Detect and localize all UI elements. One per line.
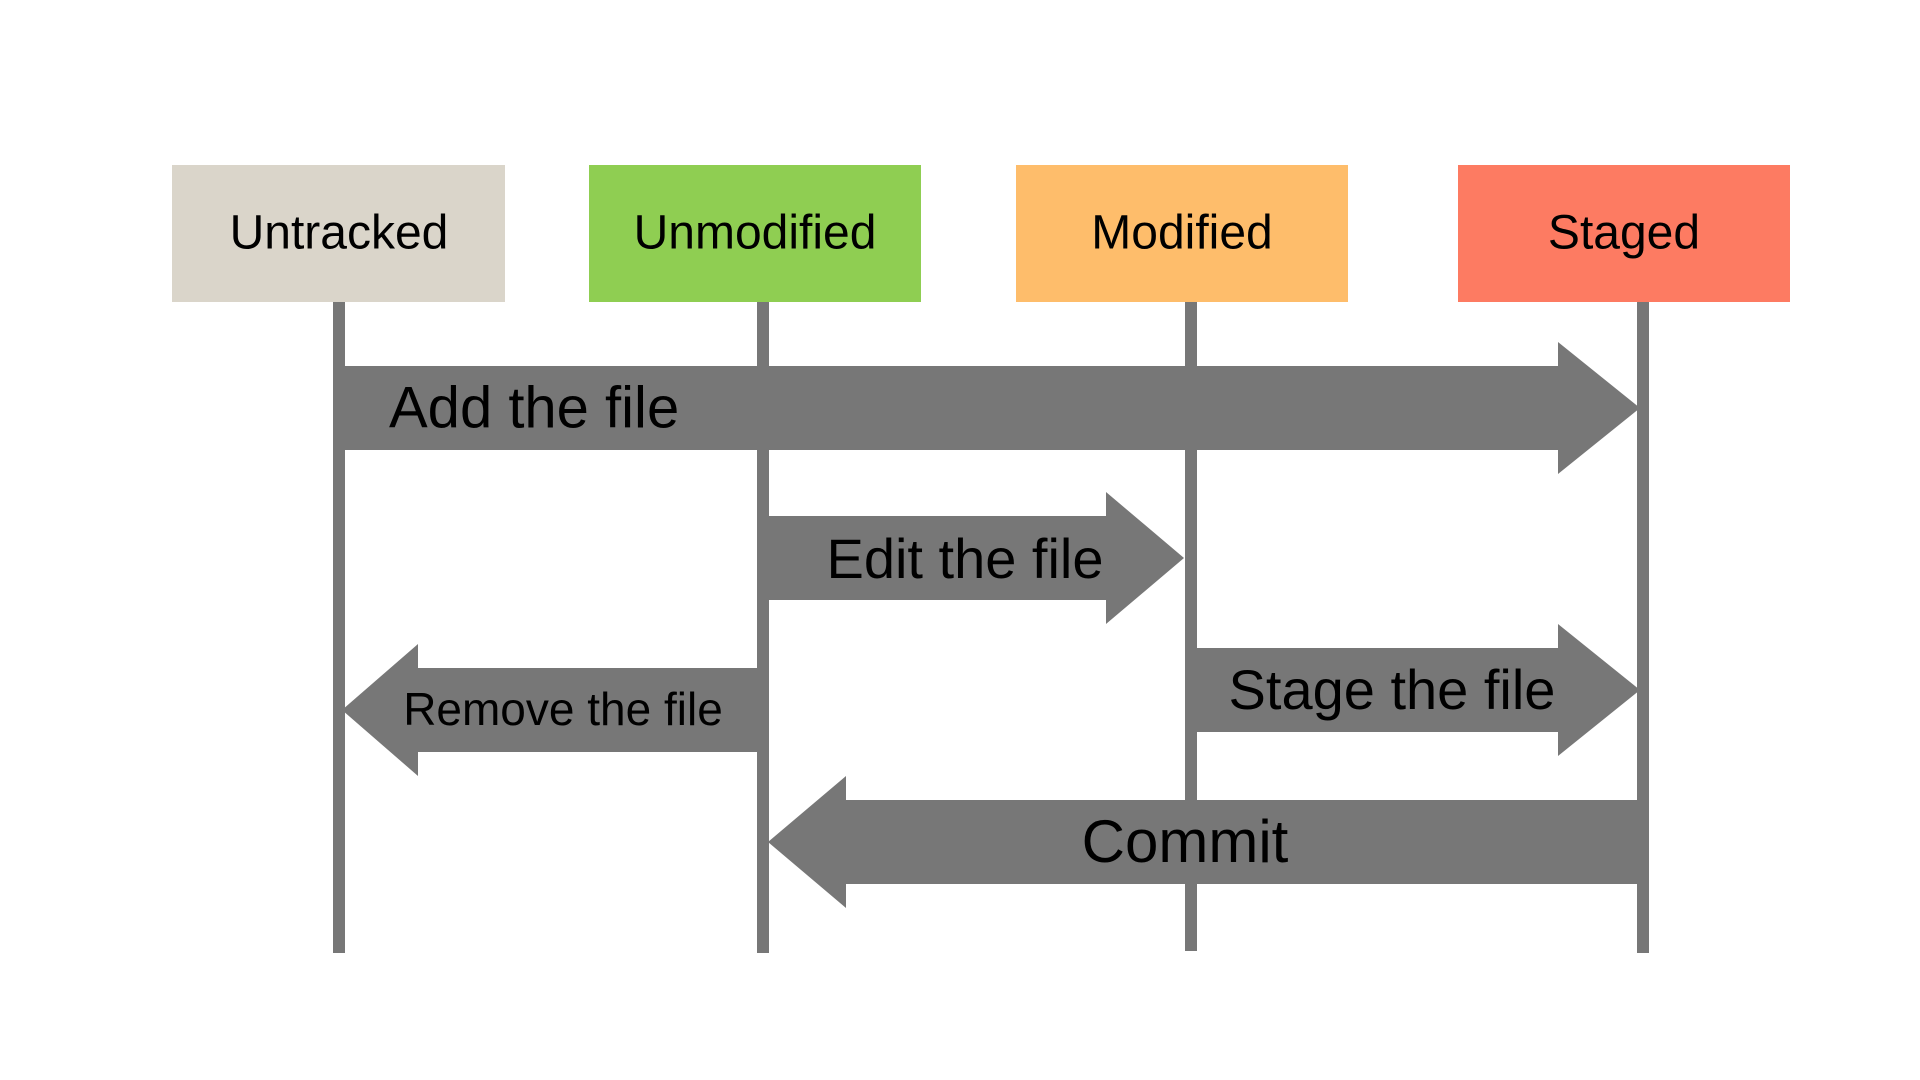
state-modified: Modified [1016, 165, 1348, 302]
arrow-commit [768, 776, 1637, 908]
lifeline-staged [1637, 301, 1649, 953]
transition-remove: Remove the file [342, 644, 757, 776]
state-label-modified: Modified [1091, 207, 1272, 260]
lifelines [333, 301, 1649, 953]
transition-commit: Commit [768, 776, 1637, 908]
transition-stage: Stage the file [1197, 624, 1640, 756]
arrow-label-edit-the-file: Edit the file [826, 527, 1103, 590]
state-staged: Staged [1458, 165, 1790, 302]
transition-edit: Edit the file [769, 492, 1184, 624]
arrow-label-add-the-file: Add the file [389, 375, 679, 440]
state-box-modified [1016, 165, 1348, 302]
lifeline-modified [1185, 301, 1197, 951]
arrow-label-commit: Commit [1082, 808, 1289, 875]
arrow-label-remove-the-file: Remove the file [403, 683, 723, 735]
transition-add: Add the file [345, 342, 1640, 474]
state-box-unmodified [589, 165, 921, 302]
state-unmodified: Unmodified [589, 165, 921, 302]
state-box-untracked [172, 165, 505, 302]
state-box-staged [1458, 165, 1790, 302]
state-label-staged: Staged [1548, 207, 1700, 260]
state-label-unmodified: Unmodified [634, 207, 877, 260]
state-label-untracked: Untracked [230, 207, 449, 260]
arrow-remove-the-file [342, 644, 757, 776]
arrow-edit-the-file [769, 492, 1184, 624]
lifeline-unmodified [757, 301, 769, 953]
lifeline-untracked [333, 301, 345, 953]
arrow-stage-the-file [1197, 624, 1640, 756]
state-untracked: Untracked [172, 165, 505, 302]
arrow-label-stage-the-file: Stage the file [1229, 658, 1556, 721]
arrow-add-the-file [345, 342, 1640, 474]
